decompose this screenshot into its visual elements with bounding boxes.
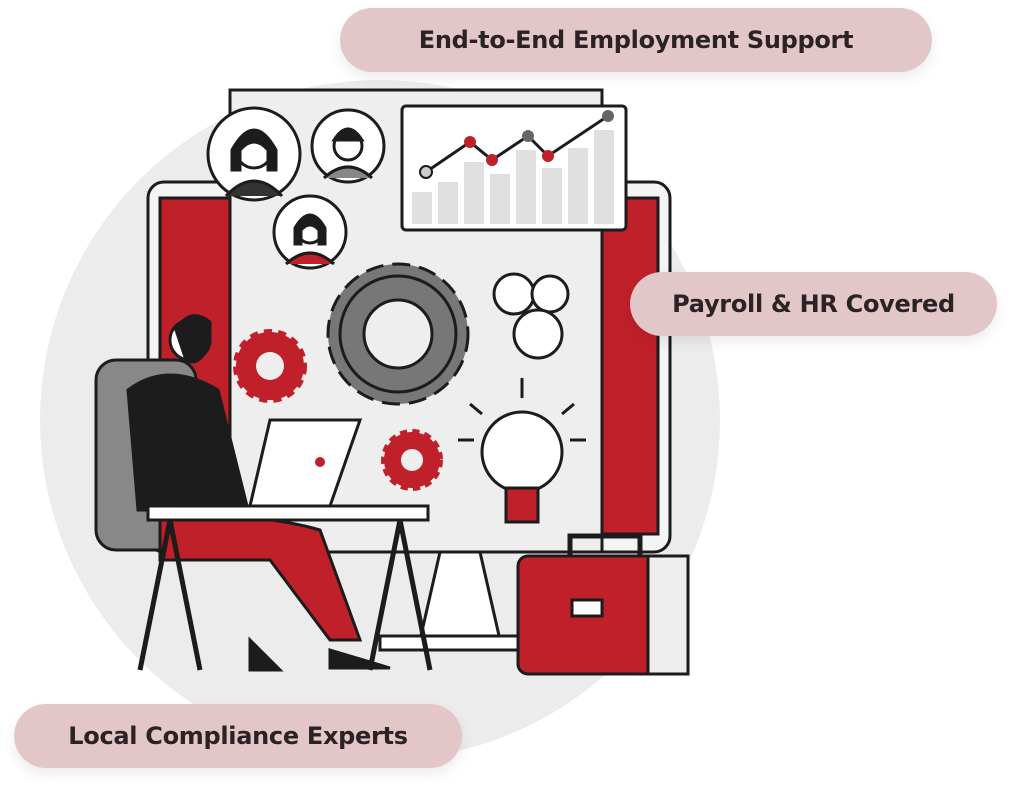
label-local-compliance: Local Compliance Experts <box>14 704 462 768</box>
avatars <box>206 106 386 270</box>
gear-icon-large <box>326 262 470 406</box>
circles-icon <box>492 272 570 360</box>
label-employment-support: End-to-End Employment Support <box>340 8 932 72</box>
briefcase-icon <box>516 533 690 676</box>
chart-panel <box>400 104 628 232</box>
gear-icon-red <box>233 329 307 403</box>
gear-icon-small <box>381 429 443 491</box>
person-at-laptop <box>94 314 433 672</box>
label-payroll-hr: Payroll & HR Covered <box>630 272 997 336</box>
lightbulb-icon <box>458 378 586 524</box>
